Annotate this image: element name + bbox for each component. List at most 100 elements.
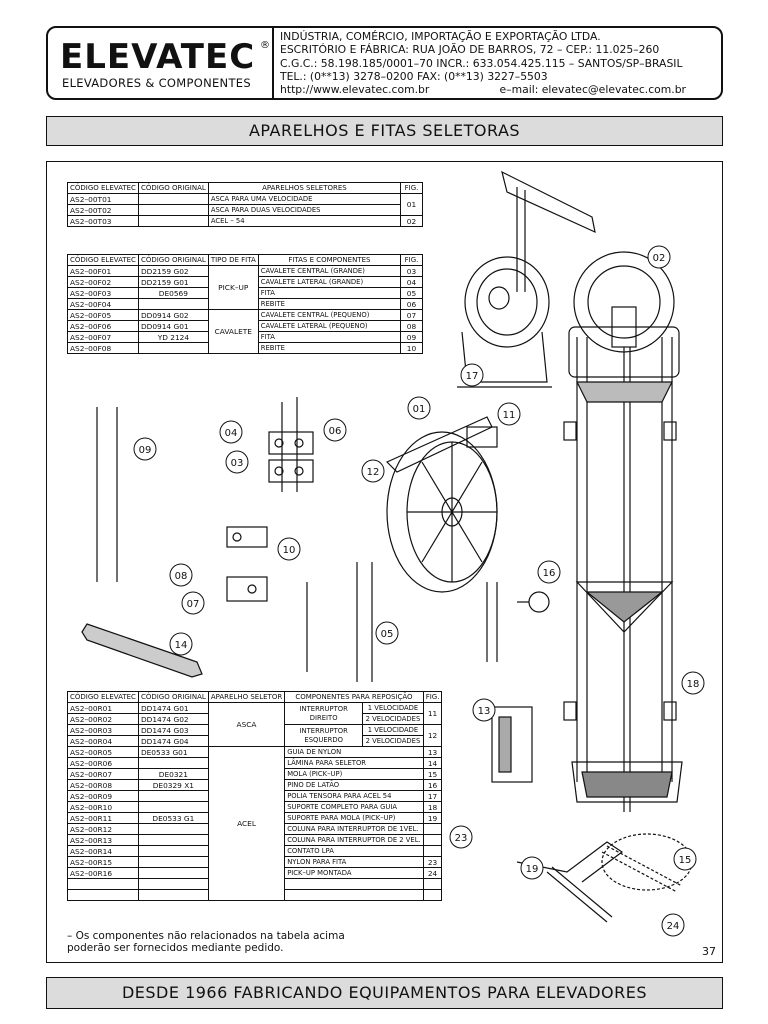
callout-24: 24: [661, 913, 685, 937]
callout-04: 04: [219, 420, 243, 444]
elevatec-logo: ELEVATEC ® ELEVADORES & COMPONENTES: [60, 40, 270, 90]
cell-fig: 12: [422, 724, 443, 747]
cell-code: AS2–00F08: [67, 342, 139, 354]
acel-assembly-drawing: [501, 170, 683, 812]
callout-05: 05: [375, 621, 399, 645]
callout-label: 03: [231, 458, 244, 469]
callout-01: 01: [407, 396, 431, 420]
cell-tipo-cavalete: CAVALETE: [207, 309, 259, 354]
company-line-3: C.G.C.: 58.198.185/0001–70 INCR.: 633.05…: [280, 56, 683, 70]
table-row-empty: [67, 889, 443, 901]
callout-label: 01: [413, 404, 426, 415]
nylon-guide-drawing: [491, 706, 533, 783]
registered-mark: ®: [260, 40, 270, 51]
cell-tipo-pickup: PICK–UP: [207, 265, 259, 310]
callout-02: 02: [647, 245, 671, 269]
cell-desc: REBITE: [257, 342, 402, 354]
contact-row: http://www.elevatec.com.br e–mail: eleva…: [280, 83, 720, 96]
technical-drawings: [81, 170, 693, 923]
table-row: AS2–00F06 DD0914 G01 CAVALETE LATERAL (P…: [67, 320, 423, 332]
callout-label: 16: [543, 568, 556, 579]
callout-16: 16: [537, 560, 561, 584]
company-line-2: ESCRITÓRIO E FÁBRICA: RUA JOÃO DE BARROS…: [280, 43, 660, 57]
cell-desc: ACEL – 54: [207, 215, 402, 227]
table-row: AS2–00R04 DD1474 G04 2 VELOCIDADES: [67, 735, 442, 747]
aparelhos-table: CÓDIGO ELEVATEC CÓDIGO ORIGINAL APARELHO…: [67, 182, 423, 227]
callout-label: 11: [503, 410, 516, 421]
callout-18: 18: [681, 671, 705, 695]
table-row: AS2–00R03 DD1474 G03 INTERRUPTOR ESQUERD…: [67, 724, 443, 747]
footnote-line-1: – Os componentes não relacionados na tab…: [67, 930, 345, 942]
table-row: AS2–00F02 DD2159 G01 CAVALETE LATERAL (G…: [67, 276, 423, 288]
page-number: 37: [702, 945, 716, 958]
cell-fig: 10: [400, 342, 423, 354]
footnote: – Os componentes não relacionados na tab…: [67, 930, 407, 954]
cell-code: AS2–00T03: [67, 215, 139, 227]
cell-fig: 11: [422, 702, 443, 725]
footer-slogan: DESDE 1966 FABRICANDO EQUIPAMENTOS PARA …: [46, 977, 723, 1009]
asca-selector-drawing: [385, 416, 498, 662]
cavalete-drawing: [268, 431, 314, 483]
callout-label: 04: [225, 428, 238, 439]
callout-label: 24: [667, 921, 680, 932]
callout-10: 10: [277, 537, 301, 561]
table-row: AS2–00R09 POLIA TENSORA PARA ACEL 54 17: [67, 790, 443, 802]
table-row: AS2–00F01 DD2159 G02 PICK–UP CAVALETE CE…: [67, 265, 423, 310]
componentes-table: CÓDIGO ELEVATEC CÓDIGO ORIGINAL APARELHO…: [67, 691, 443, 901]
table-row: AS2–00R06 LÂMINA PARA SELETOR 14: [67, 757, 443, 769]
callout-14: 14: [169, 632, 193, 656]
callout-label: 17: [466, 371, 479, 382]
figure-callouts: 02 17 01 11 09 04 06 03 12 10 08 16 07 0…: [133, 245, 705, 937]
table-row: AS2–00F03 DE0569 FITA 05: [67, 287, 423, 299]
callout-06: 06: [323, 418, 347, 442]
callout-19: 19: [520, 856, 544, 880]
company-line-1: INDÚSTRIA, COMÉRCIO, IMPORTAÇÃO E EXPORT…: [280, 30, 601, 43]
table-row: AS2–00R15 NYLON PARA FITA 23: [67, 856, 443, 868]
callout-label: 15: [679, 855, 692, 866]
fitas-table: CÓDIGO ELEVATEC CÓDIGO ORIGINAL TIPO DE …: [67, 254, 423, 354]
cell-original: [137, 342, 209, 354]
selector-blade-drawing: [81, 623, 203, 678]
callout-15: 15: [673, 847, 697, 871]
callout-label: 14: [175, 640, 188, 651]
company-info: INDÚSTRIA, COMÉRCIO, IMPORTAÇÃO E EXPORT…: [280, 30, 720, 96]
cell-fig: 02: [400, 215, 423, 227]
callout-09: 09: [133, 437, 157, 461]
email-link[interactable]: e–mail: elevatec@elevatec.com.br: [499, 83, 686, 97]
table-row: AS2–00F07 YD 2124 FITA 09: [67, 331, 423, 343]
callout-17: 17: [460, 363, 484, 387]
cell-fig: 01: [400, 193, 423, 216]
company-header: ELEVATEC ® ELEVADORES & COMPONENTES INDÚ…: [46, 26, 723, 100]
table-row: AS2–00R05 DE0533 G01 ACEL GUIA DE NYLON …: [67, 746, 443, 901]
table-row: AS2–00F04 REBITE 06: [67, 298, 423, 310]
callout-label: 23: [455, 833, 468, 844]
small-cavalete-drawing: [226, 526, 268, 602]
table-row: AS2–00R16 PICK–UP MONTADA 24: [67, 867, 443, 879]
tension-pulley-drawing: [457, 256, 552, 388]
brass-pin-drawing: [517, 591, 550, 613]
callout-label: 13: [478, 706, 491, 717]
callout-label: 06: [329, 426, 342, 437]
cell-selector-acel: ACEL: [207, 746, 286, 901]
selector-tape-drawing: [96, 397, 373, 682]
callout-07: 07: [181, 591, 205, 615]
callout-label: 07: [187, 599, 200, 610]
callout-03: 03: [225, 450, 249, 474]
logo-wordmark: ELEVATEC: [60, 37, 256, 77]
cell-fig: 03: [400, 265, 423, 277]
table-row: AS2–00F08 REBITE 10: [67, 342, 423, 354]
callout-23: 23: [449, 825, 473, 849]
table-row: AS2–00R08 DE0329 X1 PINO DE LATÃO 16: [67, 779, 443, 791]
callout-label: 12: [367, 467, 380, 478]
website-link[interactable]: http://www.elevatec.com.br: [280, 83, 430, 97]
table-row: AS2–00R12 COLUNA PARA INTERRUPTOR DE 1VE…: [67, 823, 443, 835]
callout-label: 08: [175, 571, 188, 582]
cell-selector-asca: ASCA: [207, 702, 286, 747]
table-row: AS2–00R01 DD1474 G01 ASCA INTERRUPTOR DI…: [67, 702, 443, 747]
callout-label: 09: [139, 445, 152, 456]
callout-label: 02: [653, 253, 666, 264]
table-row: AS2–00T01 ASCA PARA UMA VELOCIDADE 01: [67, 193, 423, 216]
catalog-frame: CÓDIGO ELEVATEC CÓDIGO ORIGINAL APARELHO…: [46, 161, 723, 963]
callout-label: 10: [283, 545, 296, 556]
company-line-4: TEL.: (0**13) 3278–0200 FAX: (0**13) 322…: [280, 69, 548, 83]
